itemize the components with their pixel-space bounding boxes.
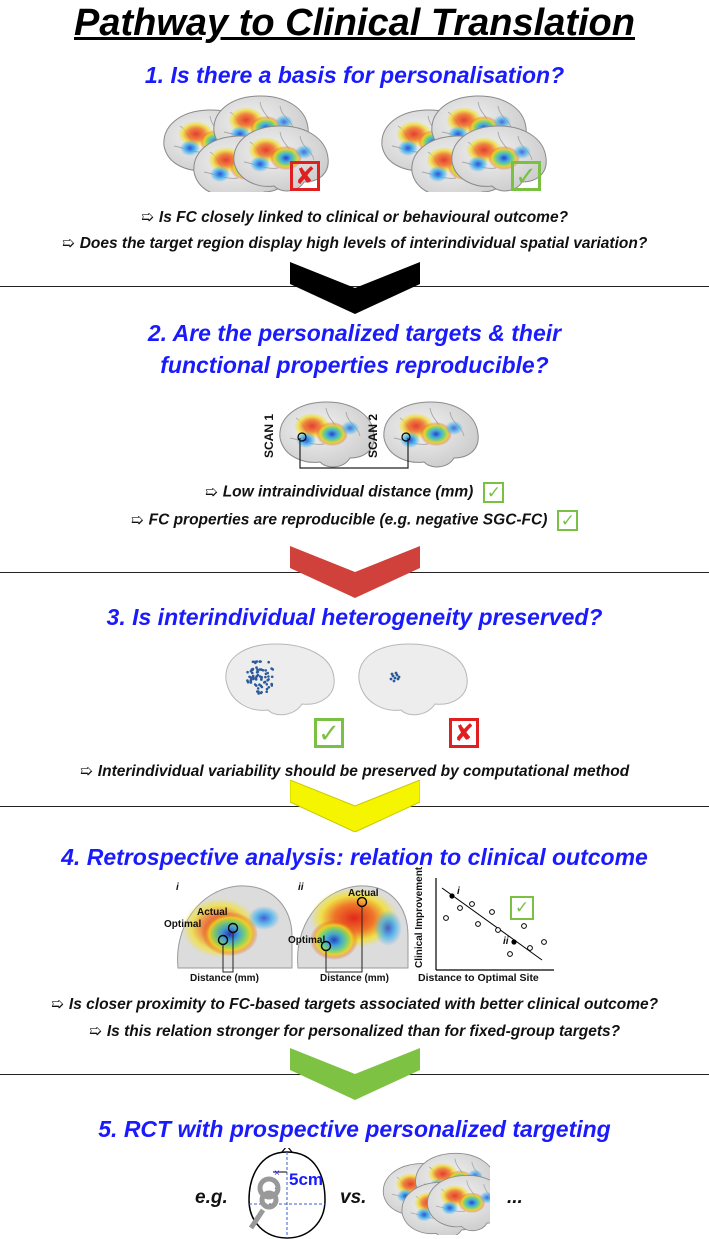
arrow-icon: ➯ — [61, 235, 75, 252]
target-dot — [255, 684, 258, 687]
panel-i-heatmap — [177, 885, 293, 973]
panel-i-label: i — [176, 882, 179, 893]
eg-text: e.g. — [195, 1187, 228, 1208]
target-dot — [258, 675, 262, 678]
target-dot — [255, 660, 259, 663]
target-dot — [252, 676, 255, 679]
divider-1 — [0, 286, 709, 287]
target-dot — [249, 678, 253, 681]
section5-heading: 5. RCT with prospective personalized tar… — [98, 1116, 611, 1142]
target-dot — [267, 660, 270, 664]
target-dot — [270, 675, 274, 679]
section3-bullet-1: ➯Interindividual variability should be p… — [79, 763, 630, 780]
section3-heading: 3. Is interindividual heterogeneity pres… — [106, 604, 603, 630]
panel-ii-actual: Actual — [348, 888, 379, 899]
cross-mark-icon: ✘ — [449, 718, 479, 748]
section4-heading: 4. Retrospective analysis: relation to c… — [61, 844, 648, 870]
target-dot — [257, 690, 260, 693]
panel-i-actual: Actual — [197, 907, 228, 918]
check-mark-icon: ✓ — [483, 482, 505, 503]
target-dot — [251, 660, 255, 664]
scatter-label-ii: ii — [503, 936, 509, 947]
brain-scan1 — [272, 392, 382, 472]
target-dot — [259, 684, 263, 687]
section2-heading-line1: 2. Are the personalized targets & their — [147, 320, 562, 346]
target-dot — [266, 671, 269, 675]
arrow-icon: ➯ — [130, 511, 144, 529]
section2-heading-line2: functional properties reproducible? — [160, 352, 549, 378]
brain-scatter-narrow — [358, 643, 468, 716]
target-dot — [270, 684, 274, 687]
target-dot — [267, 675, 270, 678]
target-dot — [264, 675, 267, 679]
target-dot — [251, 671, 254, 675]
svg-text:×: × — [274, 1168, 280, 1179]
chevron-down-icon-green — [290, 1048, 420, 1100]
arrow-icon: ➯ — [140, 209, 154, 226]
target-dot — [265, 683, 269, 686]
panel-ii-optimal: Optimal — [288, 935, 326, 946]
scatter-label-i: i — [457, 886, 460, 897]
target-dot — [270, 667, 273, 670]
check-mark-icon: ✓ — [557, 510, 579, 531]
target-dot — [264, 669, 267, 672]
brain-cluster-bottom — [380, 1150, 490, 1235]
head-diagram-icon: × × — [248, 1148, 326, 1239]
target-dot — [246, 679, 249, 682]
page-title: Pathway to Clinical Translation — [74, 2, 635, 44]
target-dot — [266, 678, 269, 682]
cross-mark-icon: ✘ — [290, 161, 320, 191]
target-dot — [258, 660, 262, 663]
vs-text: vs. — [340, 1187, 367, 1208]
section4-bullet-2: ➯Is this relation stronger for personali… — [88, 1023, 621, 1040]
check-mark-icon: ✓ — [511, 161, 541, 191]
target-dot — [255, 666, 258, 669]
target-dot — [246, 670, 249, 674]
section1-bullet-2: ➯Does the target region display high lev… — [61, 235, 648, 252]
arrow-icon: ➯ — [50, 996, 64, 1013]
brain-scan2 — [376, 392, 486, 472]
target-dot — [255, 674, 259, 678]
target-dot — [260, 668, 263, 671]
section2-bullet-1: ➯Low intraindividual distance (mm)✓ — [0, 482, 709, 503]
scatter-point-i — [449, 893, 455, 899]
arrow-icon: ➯ — [88, 1023, 102, 1040]
scatter-plot — [435, 878, 554, 971]
panel-i-optimal: Optimal — [164, 919, 202, 930]
target-dot — [256, 687, 260, 690]
chevron-down-icon-red — [290, 546, 420, 598]
panel-ii-label: ii — [298, 882, 304, 893]
target-dot — [249, 676, 253, 679]
chevron-down-icon-yellow — [290, 780, 420, 832]
head-distance-label: 5cm — [289, 1170, 324, 1189]
chevron-down-icon-black — [290, 262, 420, 314]
panel-ii-heatmap — [297, 885, 409, 973]
ellipsis-text: ... — [507, 1187, 523, 1208]
arrow-icon: ➯ — [79, 763, 93, 780]
target-dot — [263, 681, 266, 684]
section1-bullet-1: ➯Is FC closely linked to clinical or beh… — [140, 209, 569, 226]
section2-bullet-2: ➯FC properties are reproducible (e.g. ne… — [0, 510, 709, 531]
target-dot — [255, 671, 259, 674]
section1-heading: 1. Is there a basis for personalisation? — [144, 62, 565, 88]
scan-connector — [299, 438, 409, 469]
target-dot — [250, 668, 254, 671]
brain-scatter-wide — [225, 643, 335, 716]
target-dot — [257, 692, 260, 695]
check-mark-icon: ✓ — [510, 896, 534, 920]
arrow-icon: ➯ — [204, 483, 218, 501]
panel-ii-distance: Distance (mm) — [320, 973, 389, 984]
target-dot — [265, 687, 269, 691]
target-dot — [254, 678, 258, 681]
scatter-xlabel: Distance to Optimal Site — [418, 972, 539, 984]
target-dot — [267, 686, 271, 689]
target-dot — [256, 668, 259, 671]
target-dot — [265, 690, 268, 693]
check-mark-icon: ✓ — [314, 718, 344, 748]
panel-i-distance: Distance (mm) — [190, 973, 259, 984]
section4-bullet-1: ➯Is closer proximity to FC-based targets… — [50, 996, 659, 1013]
target-dot — [260, 691, 263, 694]
scatter-point-ii — [511, 939, 517, 945]
